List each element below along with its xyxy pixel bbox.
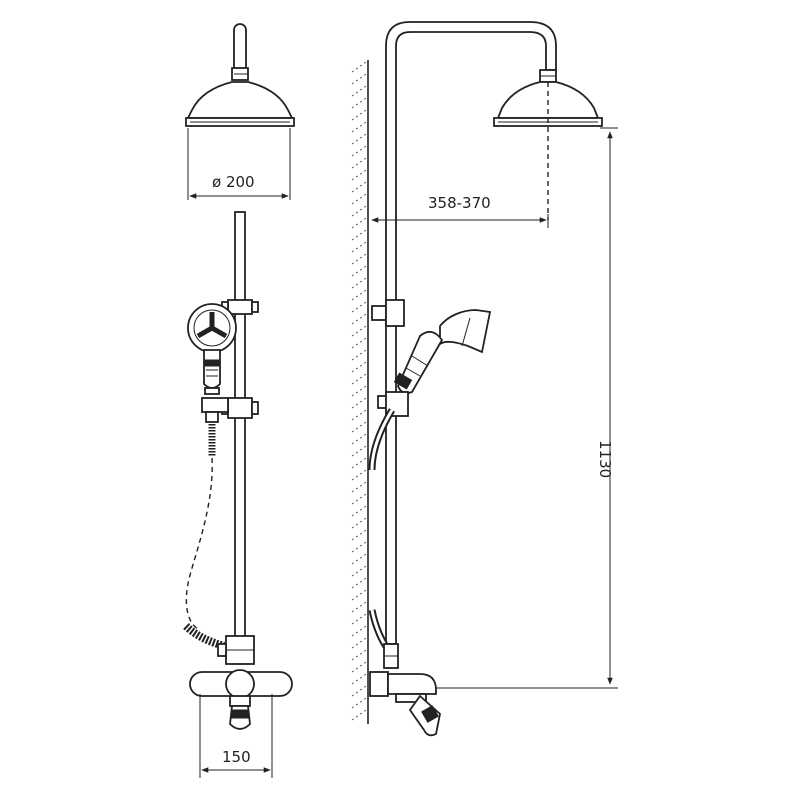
- side-upper-bracket: [371, 299, 405, 327]
- side-hand-shower: [393, 309, 492, 395]
- front-view: ø 200: [183, 23, 295, 778]
- front-hose-coil: [183, 424, 226, 650]
- front-diverter: [217, 635, 255, 665]
- dimension-head-diameter-label: ø 200: [212, 173, 255, 191]
- side-riser-pipe: [385, 305, 397, 645]
- side-shower-head: [493, 69, 603, 220]
- side-diverter: [383, 643, 399, 669]
- side-wall: [351, 60, 369, 724]
- front-hand-shower: [187, 303, 237, 395]
- side-mixer-body: [369, 671, 441, 737]
- side-view: 358-370: [351, 21, 618, 737]
- dimension-head-diameter: ø 200: [187, 128, 291, 200]
- dimension-projection: 358-370: [371, 194, 549, 228]
- dimension-projection-label: 358-370: [428, 194, 491, 212]
- side-top-arch: [385, 21, 557, 307]
- dimension-height: 1130: [436, 127, 618, 689]
- front-holder-bracket: [201, 397, 259, 423]
- dimension-outlet-spacing: 150: [199, 694, 273, 778]
- dimension-height-label: 1130: [596, 440, 614, 478]
- front-top-pipe: [233, 23, 247, 73]
- front-mixer-body: [189, 669, 293, 730]
- front-shower-head: [185, 81, 295, 127]
- dimension-outlet-spacing-label: 150: [222, 748, 251, 766]
- front-riser-pipe: [234, 211, 246, 641]
